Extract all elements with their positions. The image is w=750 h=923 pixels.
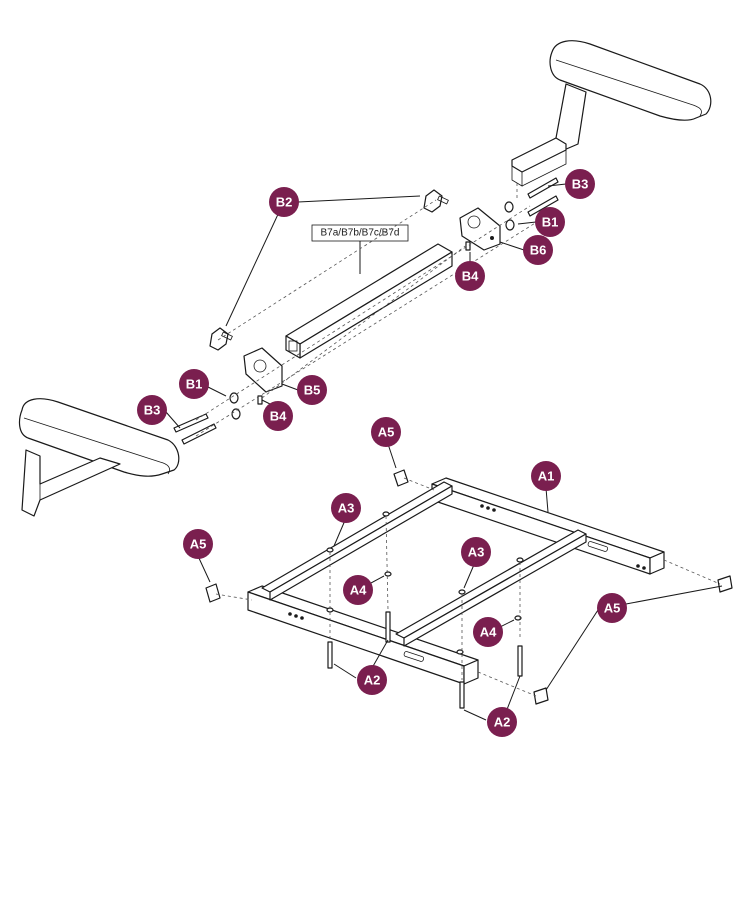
svg-text:B3: B3: [144, 403, 161, 418]
end-cap-left: [205, 583, 221, 603]
bolts-lower: [173, 413, 217, 445]
callout-a5-right: A5: [597, 593, 627, 623]
svg-text:B4: B4: [462, 269, 479, 284]
callout-b4-top: B4: [455, 261, 485, 291]
svg-text:A2: A2: [494, 715, 511, 730]
callout-a5-top: A5: [371, 417, 401, 447]
washers-lower: [229, 392, 241, 420]
svg-text:B5: B5: [304, 383, 321, 398]
svg-text:A5: A5: [190, 537, 207, 552]
callout-a1: A1: [531, 461, 561, 491]
bracket-b5: [243, 347, 283, 393]
callout-b1-top: B1: [535, 207, 565, 237]
callout-a4-left: A4: [343, 575, 373, 605]
svg-text:A5: A5: [604, 601, 621, 616]
knob-upper: [423, 189, 449, 213]
callout-a4-right: A4: [473, 617, 503, 647]
knob-lower: [209, 327, 233, 351]
base-frame: [247, 477, 665, 685]
svg-text:B3: B3: [572, 177, 589, 192]
bracket-b6: [459, 207, 501, 251]
svg-text:A2: A2: [364, 673, 381, 688]
callout-a2-right: A2: [487, 707, 517, 737]
receiver-tube-label: B7a/B7b/B7c/B7d: [311, 224, 409, 274]
bolts-upper: [527, 177, 559, 217]
set-screw-lower: [257, 395, 263, 405]
armrest-left: [18, 398, 180, 517]
end-cap-bottom: [533, 687, 549, 705]
receiver-tube: [285, 243, 453, 359]
callout-b6: B6: [523, 235, 553, 265]
svg-text:A5: A5: [378, 425, 395, 440]
svg-text:B1: B1: [542, 215, 559, 230]
svg-text:B6: B6: [530, 243, 547, 258]
callout-b5: B5: [297, 375, 327, 405]
svg-text:A4: A4: [350, 583, 367, 598]
receiver-tube-label-text: B7a/B7b/B7c/B7d: [321, 228, 400, 239]
svg-text:A4: A4: [480, 625, 497, 640]
svg-text:A1: A1: [538, 469, 555, 484]
callout-a3-left: A3: [331, 493, 361, 523]
end-cap-right: [717, 575, 733, 593]
washers-upper: [504, 201, 515, 231]
callout-b2: B2: [269, 187, 299, 217]
set-screw-upper: [465, 241, 471, 251]
svg-text:A3: A3: [338, 501, 355, 516]
callout-a5-left: A5: [183, 529, 213, 559]
end-cap-top: [393, 469, 409, 487]
svg-text:B2: B2: [276, 195, 293, 210]
callout-a2-left: A2: [357, 665, 387, 695]
callout-b1-left: B1: [179, 369, 209, 399]
armrest-right: [511, 40, 712, 200]
svg-text:B4: B4: [270, 409, 287, 424]
bolts-a2: [327, 611, 523, 709]
svg-text:B1: B1: [186, 377, 203, 392]
callout-b3-top: B3: [565, 169, 595, 199]
callout-a3-right: A3: [461, 537, 491, 567]
callout-b3-left: B3: [137, 395, 167, 425]
svg-text:A3: A3: [468, 545, 485, 560]
callout-b4-left: B4: [263, 401, 293, 431]
